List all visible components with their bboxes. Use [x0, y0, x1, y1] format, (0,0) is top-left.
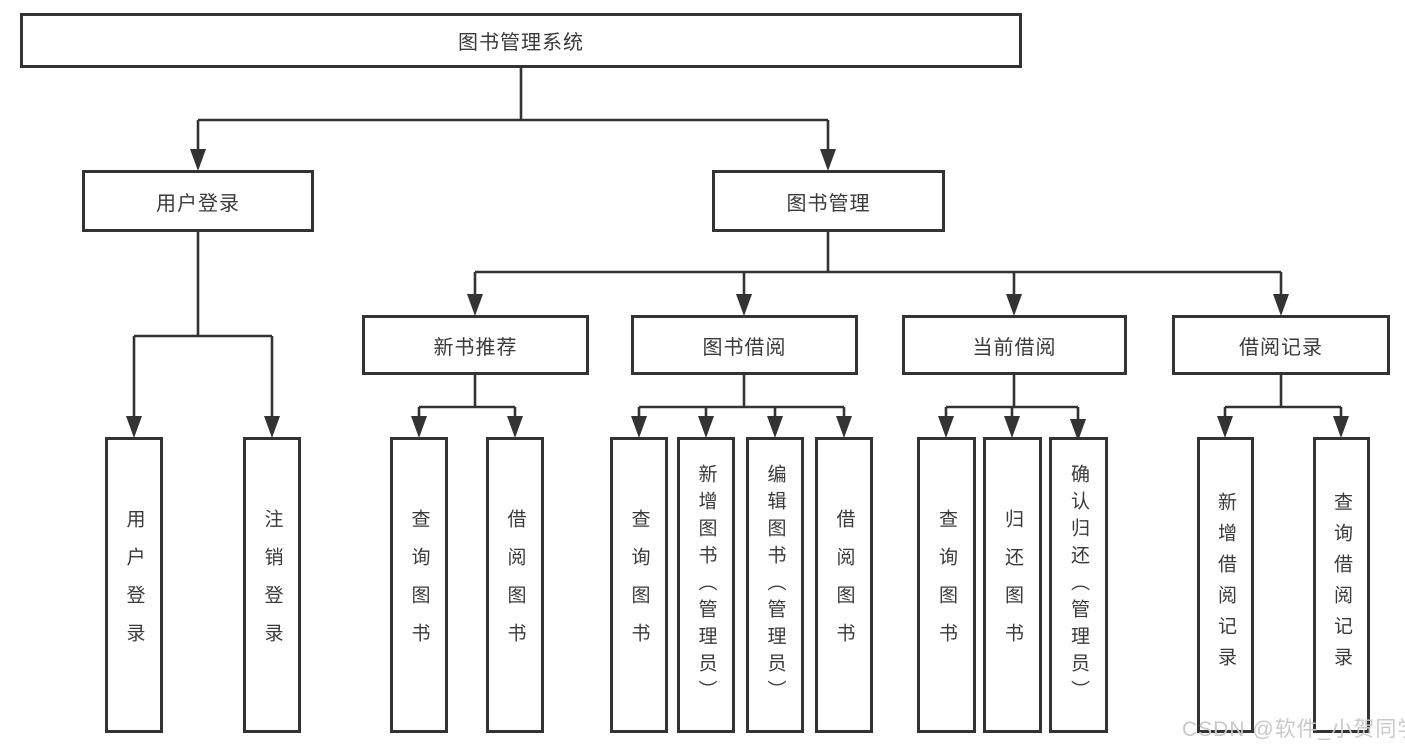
node-new-book-recommend: 新书推荐	[362, 315, 589, 375]
leaf-query-book-1: 查询图书	[390, 437, 448, 733]
node-user-login: 用户登录	[82, 170, 314, 232]
leaf-user-login: 用户登录	[105, 437, 163, 733]
node-library-system: 图书管理系统	[20, 13, 1022, 68]
node-book-borrow: 图书借阅	[631, 315, 858, 375]
leaf-query-borrow-record: 查询借阅记录	[1313, 437, 1370, 733]
node-borrow-records: 借阅记录	[1172, 315, 1390, 375]
leaf-query-book-3: 查询图书	[917, 437, 976, 733]
node-book-management: 图书管理	[712, 170, 945, 232]
leaf-logout: 注销登录	[243, 437, 301, 733]
leaf-confirm-return-admin: 确认归还（管理员）	[1049, 437, 1108, 733]
watermark: CSDN @软件_小贺同学	[1182, 718, 1405, 741]
leaf-borrow-book-2: 借阅图书	[815, 437, 873, 733]
node-current-borrow: 当前借阅	[902, 315, 1127, 375]
leaf-borrow-book-1: 借阅图书	[486, 437, 544, 733]
leaf-return-book: 归还图书	[983, 437, 1042, 733]
leaf-add-borrow-record: 新增借阅记录	[1197, 437, 1254, 733]
leaf-add-book-admin: 新增图书（管理员）	[677, 437, 735, 733]
leaf-edit-book-admin: 编辑图书（管理员）	[746, 437, 804, 733]
leaf-query-book-2: 查询图书	[610, 437, 668, 733]
